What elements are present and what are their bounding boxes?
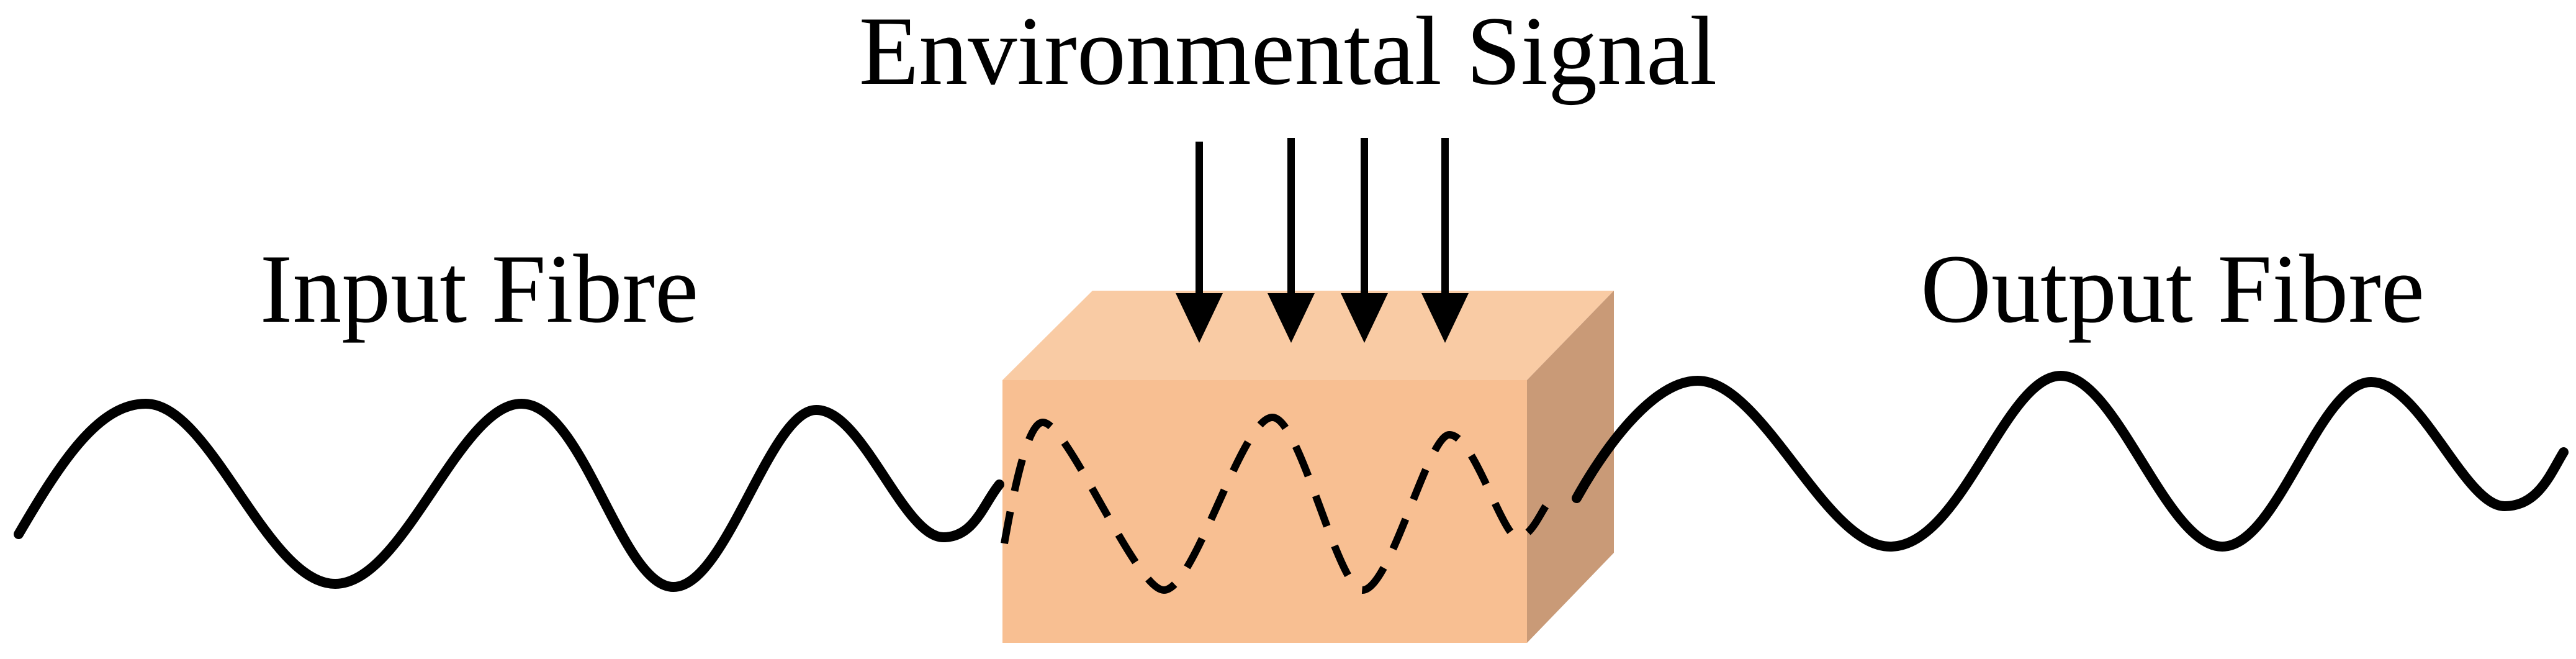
signal-arrow: [1341, 138, 1388, 343]
sensing-wave-dashed: [1001, 413, 1549, 594]
input-fibre-wave: [14, 399, 1004, 592]
output-fibre-label: Output Fibre: [1921, 235, 2425, 343]
signal-arrow: [1421, 138, 1469, 343]
signal-arrows: [1176, 138, 1469, 343]
sensing-block-side: [1527, 291, 1614, 643]
output-fibre-wave: [1572, 371, 2569, 552]
sensing-block-top: [1002, 291, 1614, 380]
signal-arrow: [1268, 138, 1315, 343]
input-fibre-label: Input Fibre: [260, 235, 699, 343]
signal-arrow: [1176, 142, 1223, 343]
environmental-signal-label: Environmental Signal: [859, 0, 1717, 106]
